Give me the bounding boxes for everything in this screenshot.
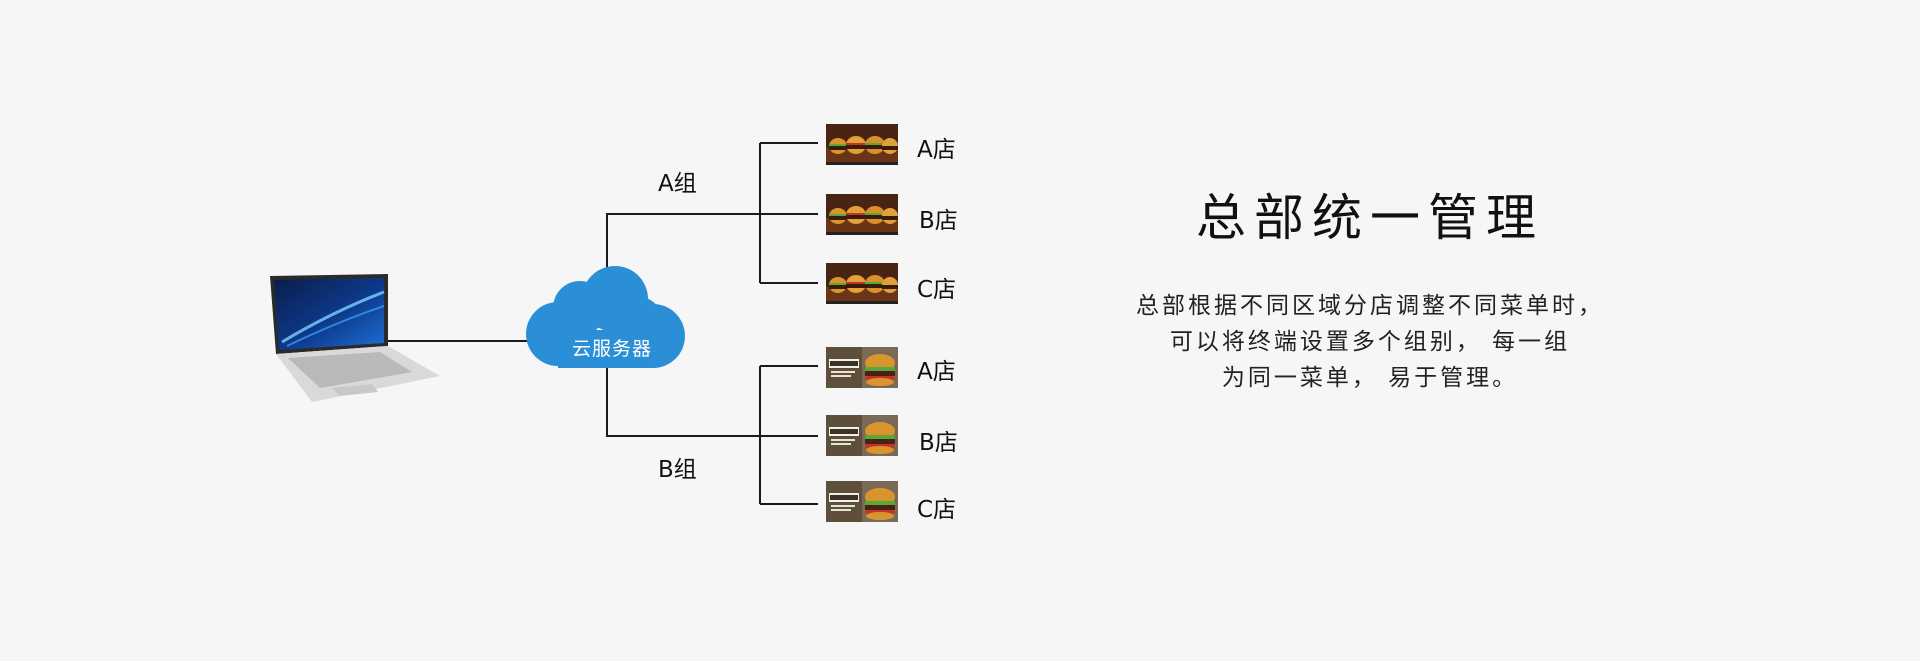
menu-screen-thumbnail [826,347,898,392]
group-a-store-c-label: C店 [917,277,957,303]
menu-screen-thumbnail [826,415,898,460]
description-line-3: 为同一菜单， 易于管理。 [1221,365,1519,391]
menu-screen-thumbnail [826,194,898,239]
group-a-label: A组 [658,171,697,197]
menu-screen-thumbnail [826,481,898,526]
group-b-store-c-label: C店 [917,497,957,523]
panel-description: 总部根据不同区域分店调整不同菜单时， 可以将终端设置多个组别， 每一组 为同一菜… [1090,288,1650,396]
group-b-trunk-line [606,368,818,437]
group-b-store-a-label: A店 [917,359,956,385]
menu-screen-thumbnail [826,124,898,169]
group-a-trunk-line [606,213,818,285]
group-b-label: B组 [658,457,697,483]
description-line-1: 总部根据不同区域分店调整不同菜单时， [1136,293,1604,319]
description-line-2: 可以将终端设置多个组别， 每一组 [1169,329,1571,355]
group-a-store-b-label: B店 [919,208,958,234]
group-a-store-a-label: A店 [917,137,956,163]
cloud-server-label: 云服务器 [572,338,653,360]
group-b-store-b-label: B店 [919,430,958,456]
panel-title: 总部统一管理 [1196,189,1544,247]
menu-screen-thumbnail [826,263,898,308]
cloud-server-icon [526,266,685,368]
laptop-icon [270,274,440,402]
